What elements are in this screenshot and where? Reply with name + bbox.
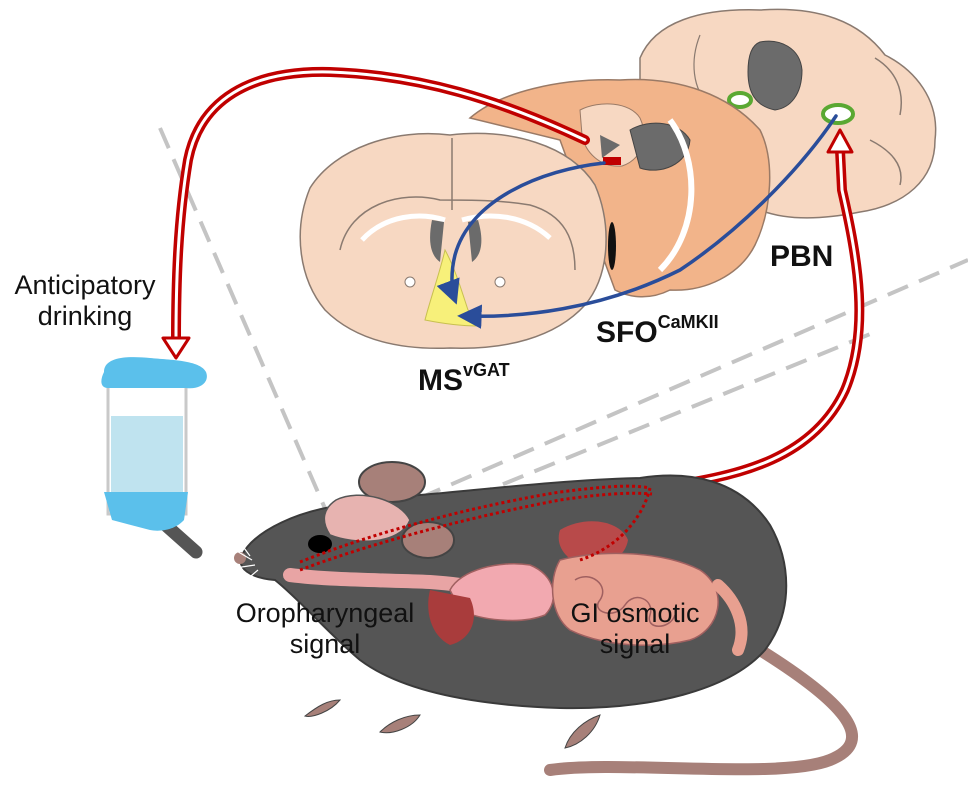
gi-label-line1: GI osmotic bbox=[570, 598, 700, 628]
oropharyngeal-label-line2: signal bbox=[289, 629, 361, 660]
anticipatory-drinking-label: Anticipatory drinking bbox=[0, 270, 170, 332]
brain-section-pbn bbox=[639, 8, 937, 219]
mouse-ear-front bbox=[401, 521, 455, 559]
water-bottle-icon bbox=[101, 357, 207, 559]
third-ventricle-mark bbox=[608, 222, 616, 270]
sfo-label-superscript: CaMKII bbox=[657, 312, 719, 332]
sfo-to-ms-arrow bbox=[436, 161, 606, 305]
pbn-region-left bbox=[727, 91, 753, 109]
gi-label-line2: signal bbox=[599, 629, 671, 660]
ms-label-main: MS bbox=[418, 364, 463, 397]
projection-arrows bbox=[436, 114, 838, 329]
brain-section-ms bbox=[299, 132, 607, 349]
sfo-label-main: SFO bbox=[596, 316, 658, 349]
mouse-brain bbox=[323, 494, 411, 542]
brain-section-sfo bbox=[468, 78, 771, 298]
anticipatory-label-line2: drinking bbox=[37, 301, 133, 332]
mouse-intestine bbox=[551, 552, 719, 646]
pbn-region-right bbox=[821, 103, 855, 125]
ms-label-superscript: vGAT bbox=[463, 360, 510, 380]
oropharyngeal-label-line1: Oropharyngeal bbox=[235, 598, 415, 628]
pbn-to-ms-arrow bbox=[457, 114, 838, 329]
ms-label: MSvGAT bbox=[418, 360, 510, 399]
mouse-heart bbox=[428, 590, 474, 645]
anticipatory-label-line1: Anticipatory bbox=[14, 270, 156, 300]
gi-osmotic-signal-label: GI osmotic signal bbox=[550, 598, 720, 660]
sfo-region bbox=[603, 157, 621, 165]
mouse-ear-back bbox=[358, 461, 426, 503]
pbn-label: PBN bbox=[770, 240, 834, 273]
signal-arrows bbox=[161, 66, 865, 493]
oropharyngeal-signal-label: Oropharyngeal signal bbox=[210, 598, 440, 660]
mouse-eye bbox=[308, 535, 332, 553]
mouse-illustration bbox=[217, 461, 858, 776]
sfo-label: SFOCaMKII bbox=[596, 312, 719, 351]
